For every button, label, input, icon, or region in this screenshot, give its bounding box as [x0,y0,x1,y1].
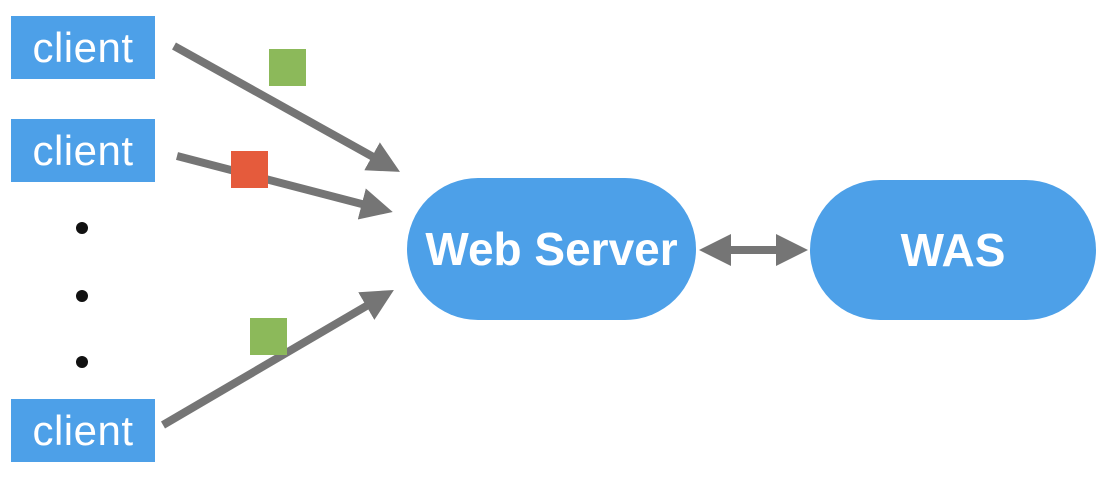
web-server-label: Web Server [425,223,678,275]
request-packet-green-1 [269,49,306,86]
ellipsis-dot-2 [76,290,88,302]
ellipsis-dot-1 [76,222,88,234]
client-node-1: client [11,16,155,79]
was-node: WAS [810,180,1096,320]
arrow-client3-to-webserver [160,289,394,429]
client-node-3-label: client [32,406,134,454]
client-node-1-label: client [32,23,134,71]
client-node-2-label: client [32,126,134,174]
web-server-node: Web Server [407,178,696,320]
request-packet-green-2 [250,318,287,355]
ellipsis-dot-3 [76,356,88,368]
client-node-2: client [11,119,155,182]
request-packet-red [231,151,268,188]
arrow-client1-to-webserver [172,42,400,172]
was-label: WAS [900,224,1006,276]
client-node-3: client [11,399,155,462]
arrow-client2-to-webserver [175,152,393,220]
